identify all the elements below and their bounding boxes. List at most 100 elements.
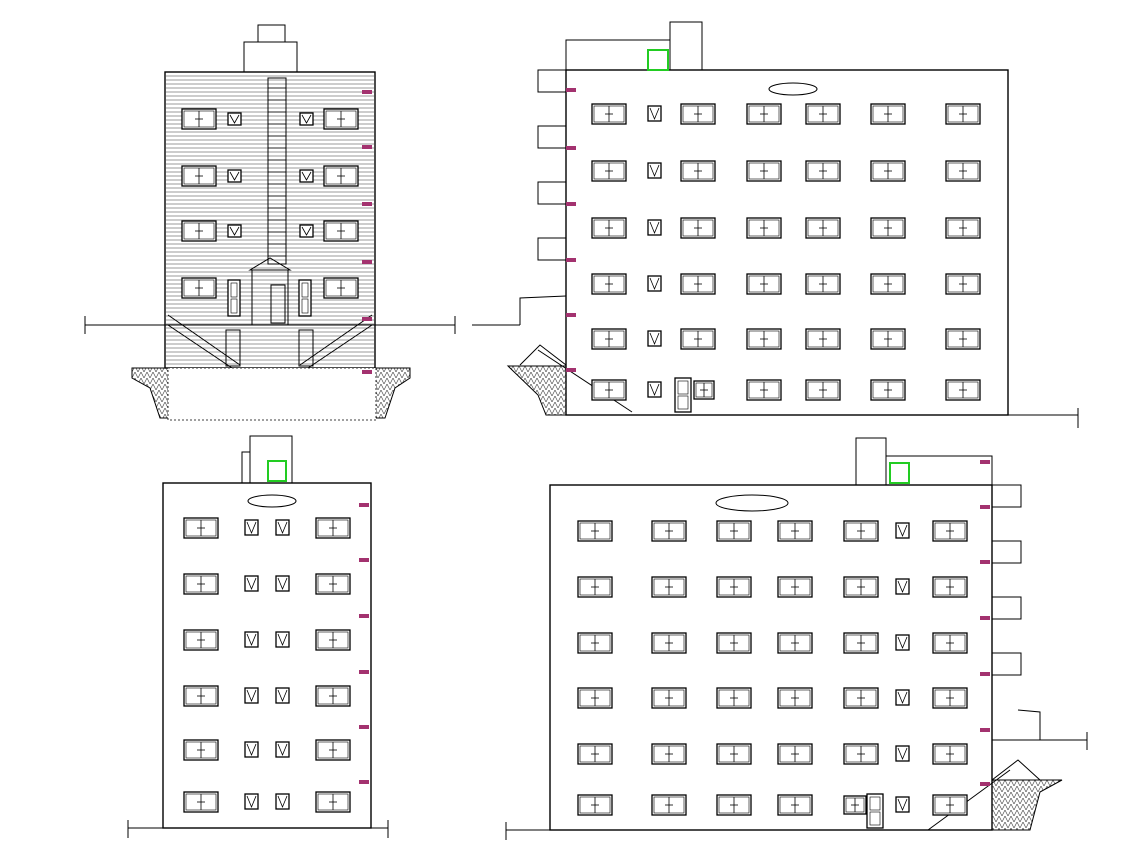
- window-icon: [746, 217, 782, 239]
- window-icon: [183, 791, 219, 813]
- vent-window-icon: [895, 578, 910, 595]
- vent-window-icon: [227, 169, 242, 183]
- window-icon: [843, 743, 879, 765]
- window-icon: [577, 743, 613, 765]
- window-icon: [945, 160, 981, 182]
- vent-window-icon: [299, 224, 314, 238]
- window-icon: [843, 520, 879, 542]
- vent-window-icon: [227, 224, 242, 238]
- window-icon: [183, 685, 219, 707]
- window-icon: [315, 685, 351, 707]
- window-icon: [805, 328, 841, 350]
- level-marker-icon: [362, 317, 372, 321]
- window-icon: [315, 791, 351, 813]
- window-icon: [932, 520, 968, 542]
- window-icon: [716, 576, 752, 598]
- window-icon: [746, 328, 782, 350]
- window-icon: [805, 379, 841, 401]
- window-icon: [680, 273, 716, 295]
- vent-window-icon: [647, 381, 662, 398]
- window-icon: [183, 573, 219, 595]
- window-icon: [945, 103, 981, 125]
- level-marker-icon: [980, 560, 990, 564]
- window-icon: [746, 103, 782, 125]
- window-icon: [746, 273, 782, 295]
- vent-window-icon: [275, 687, 290, 704]
- vent-window-icon: [647, 162, 662, 179]
- level-marker-icon: [362, 202, 372, 206]
- vent-window-icon: [244, 631, 259, 648]
- level-markers-layer: [359, 88, 990, 786]
- window-icon: [805, 217, 841, 239]
- window-icon: [777, 632, 813, 654]
- vent-window-icon: [227, 112, 242, 126]
- window-icon: [843, 687, 879, 709]
- front-elevation: [84, 24, 456, 421]
- window-icon: [777, 520, 813, 542]
- window-icon: [680, 217, 716, 239]
- window-icon: [651, 632, 687, 654]
- window-icon: [777, 687, 813, 709]
- door-icon: [298, 279, 312, 317]
- window-icon: [843, 795, 867, 815]
- level-marker-icon: [980, 505, 990, 509]
- window-icon: [181, 165, 217, 187]
- level-marker-icon: [980, 728, 990, 732]
- window-icon: [651, 794, 687, 816]
- window-icon: [680, 160, 716, 182]
- window-icon: [315, 573, 351, 595]
- window-icon: [591, 103, 627, 125]
- vent-window-icon: [895, 745, 910, 762]
- door-icon: [866, 793, 884, 829]
- level-marker-icon: [566, 202, 576, 206]
- window-icon: [577, 520, 613, 542]
- vent-window-icon: [275, 575, 290, 592]
- vent-window-icon: [244, 575, 259, 592]
- vent-window-icon: [647, 275, 662, 292]
- door-icon: [227, 279, 241, 317]
- window-icon: [932, 687, 968, 709]
- window-icon: [716, 632, 752, 654]
- window-icon: [591, 160, 627, 182]
- level-marker-icon: [566, 313, 576, 317]
- window-icon: [716, 794, 752, 816]
- window-icon: [932, 794, 968, 816]
- windows-layer: [181, 103, 981, 829]
- window-icon: [693, 380, 715, 400]
- roof-door-icon: [647, 49, 669, 71]
- level-marker-icon: [566, 88, 576, 92]
- vent-window-icon: [895, 796, 910, 813]
- window-icon: [181, 277, 217, 299]
- window-icon: [651, 743, 687, 765]
- window-icon: [945, 217, 981, 239]
- vent-window-icon: [275, 631, 290, 648]
- vent-window-icon: [244, 519, 259, 536]
- window-icon: [315, 517, 351, 539]
- window-icon: [945, 328, 981, 350]
- window-icon: [323, 108, 359, 130]
- level-marker-icon: [359, 503, 369, 507]
- window-icon: [181, 108, 217, 130]
- level-marker-icon: [566, 258, 576, 262]
- vent-window-icon: [275, 741, 290, 758]
- window-icon: [870, 217, 906, 239]
- window-icon: [843, 632, 879, 654]
- window-icon: [932, 576, 968, 598]
- vent-window-icon: [647, 219, 662, 236]
- level-marker-icon: [980, 616, 990, 620]
- window-icon: [323, 277, 359, 299]
- window-icon: [870, 379, 906, 401]
- window-icon: [805, 273, 841, 295]
- window-icon: [746, 379, 782, 401]
- vent-window-icon: [244, 793, 259, 810]
- window-icon: [746, 160, 782, 182]
- vent-window-icon: [647, 330, 662, 347]
- window-icon: [577, 576, 613, 598]
- window-icon: [651, 687, 687, 709]
- level-marker-icon: [359, 614, 369, 618]
- window-icon: [945, 273, 981, 295]
- level-marker-icon: [362, 260, 372, 264]
- window-icon: [805, 103, 841, 125]
- window-icon: [870, 273, 906, 295]
